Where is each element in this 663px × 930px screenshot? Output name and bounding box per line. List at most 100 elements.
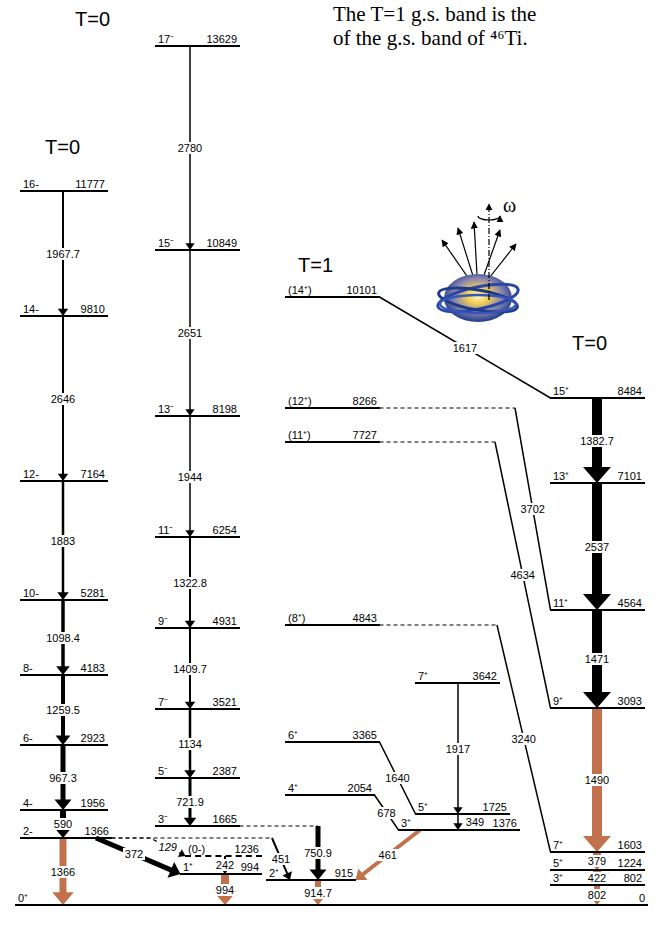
isospin-label: T=0 <box>572 332 607 355</box>
transition-line <box>380 742 416 814</box>
orbit-ring <box>437 283 519 317</box>
spin-parity: (14⁺) <box>288 284 312 296</box>
level-energy: 3365 <box>353 729 377 741</box>
level-energy: 0 <box>639 892 645 904</box>
gamma-transition <box>380 742 416 814</box>
spin-parity: 3⁻ <box>158 813 168 825</box>
level-energy: 13629 <box>206 33 237 45</box>
isospin-label: T=0 <box>45 136 80 159</box>
arrow-head <box>57 592 69 600</box>
level-energy: 4183 <box>81 662 105 674</box>
gamma-transition <box>380 297 551 398</box>
level-energy: 3642 <box>473 670 497 682</box>
gamma-transition <box>583 708 611 852</box>
spin-parity: 7⁻ <box>158 696 168 708</box>
level-line: 7⁻3521 <box>155 695 240 710</box>
gamma-transition <box>356 830 421 880</box>
level-line: (0-)1236 <box>185 842 262 857</box>
gamma-energy: 1471 <box>583 653 611 665</box>
spin-parity: 15⁻ <box>158 237 174 249</box>
spin-parity: 5⁺ <box>418 801 428 813</box>
level-energy: 3093 <box>618 695 642 707</box>
isospin-label: T=0 <box>75 8 110 31</box>
level-line: (11⁺)7727 <box>285 428 380 443</box>
spin-parity: 9⁺ <box>553 695 563 707</box>
nucleus-illustration <box>436 204 521 322</box>
gamma-energy: 678 <box>375 807 397 819</box>
gamma-energy: 1409.7 <box>171 663 209 675</box>
arrow-head <box>168 862 181 878</box>
arrow-head <box>185 621 195 628</box>
gamma-transition <box>380 408 551 610</box>
transition-line <box>375 795 399 830</box>
arrow-head <box>583 836 611 852</box>
gamma-energy: 1640 <box>383 772 411 784</box>
level-line: 13⁺7101 <box>550 469 645 484</box>
gamma-transition <box>213 874 237 905</box>
spin-parity: 5⁻ <box>158 765 168 777</box>
arrow-head <box>585 872 609 885</box>
level-energy: 7101 <box>618 470 642 482</box>
level-line: 14-9810 <box>20 302 108 317</box>
spin-parity: 7⁺ <box>553 839 563 851</box>
gamma-energy: 4634 <box>509 569 537 581</box>
level-energy: 1725 <box>483 801 507 813</box>
level-line: 9⁻4931 <box>155 614 240 629</box>
level-line: 15⁻ 10849 <box>155 236 240 251</box>
level-line: 6- 2923 <box>20 731 108 746</box>
level-energy: 7727 <box>353 429 377 441</box>
arrow-head <box>356 868 368 880</box>
gamma-transition <box>112 838 292 880</box>
spin-parity: (12⁺) <box>288 395 312 407</box>
gamma-energy: 349 <box>464 816 486 828</box>
transition-line <box>495 442 551 708</box>
spin-parity: 6- <box>23 732 33 744</box>
level-line: 8-4183 <box>20 661 108 676</box>
level-line: 12-7164 <box>20 467 108 482</box>
level-energy: 994 <box>241 861 259 873</box>
arrow-head <box>282 871 292 880</box>
note-text: The T=1 g.s. band is the <box>333 2 536 26</box>
arrow-head <box>185 702 195 709</box>
gamma-energy: 802 <box>586 889 608 901</box>
level-line: 11⁺4564 <box>550 596 645 611</box>
gamma-energy: 2646 <box>49 393 77 405</box>
level-line: 7⁺ 1603 <box>550 838 645 853</box>
spin-parity: 15⁺ <box>553 385 569 397</box>
gamma-energy: 1322.8 <box>171 577 209 589</box>
level-energy: 10849 <box>206 237 237 249</box>
gamma-energy: 590 <box>52 818 74 830</box>
gamma-energy: 750.9 <box>302 847 334 859</box>
level-line: 4⁺2054 <box>285 781 375 796</box>
level-line: 5⁻2387 <box>155 764 240 779</box>
level-energy: 2923 <box>81 732 105 744</box>
spin-parity: 3⁺ <box>401 817 411 829</box>
level-energy: 4564 <box>618 597 642 609</box>
level-energy: 802 <box>624 872 642 884</box>
gamma-energy: 372 <box>123 848 145 860</box>
level-energy: 1603 <box>618 839 642 851</box>
spin-parity: 16- <box>23 178 39 190</box>
gamma-transition <box>380 442 551 708</box>
gamma-energy: 129 <box>157 841 179 853</box>
level-energy: 4843 <box>353 612 377 624</box>
level-energy: 7164 <box>81 468 105 480</box>
dashed-extension <box>380 624 498 625</box>
arrow-head <box>184 770 196 778</box>
spin-parity: 2⁺ <box>269 867 279 879</box>
level-energy: 1224 <box>618 857 642 869</box>
gamma-transition <box>585 870 609 885</box>
level-line: 6⁺3365 <box>285 728 380 743</box>
gamma-energy: 1917 <box>444 743 472 755</box>
level-line: 5⁺ 1725 <box>415 800 510 815</box>
level-energy: 8484 <box>618 385 642 397</box>
arrow-head <box>583 692 611 708</box>
gamma-energy: 3702 <box>519 503 547 515</box>
dashed-extension <box>380 407 516 408</box>
level-energy: 8266 <box>353 395 377 407</box>
arrow-head <box>52 892 73 905</box>
level-energy: 5281 <box>81 587 105 599</box>
level-energy: 1236 <box>235 843 259 855</box>
